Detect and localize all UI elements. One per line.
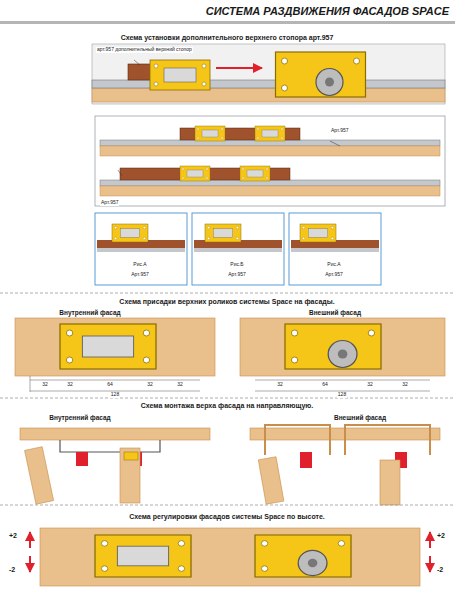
dimension: 32 [176,382,184,388]
dimension: 32 [41,382,49,388]
part-callout: Арт.957 [100,200,119,206]
rail-scene [240,166,270,181]
mounting-scene [258,457,284,504]
figure-label: Рис.Б [229,262,244,268]
detail-boxes [95,213,381,285]
height-scene [40,528,420,586]
dimension: 64 [321,382,329,388]
height-scene [29,556,31,572]
adjust-value: +2 [436,532,446,540]
rail-scene [100,146,440,156]
dimension: 32 [366,382,374,388]
rail-scene [95,116,445,206]
detail-boxes [97,248,185,252]
mounting-scene [60,440,160,452]
dimension: 32 [146,382,154,388]
drilling-scene [30,380,200,381]
dimension: 32 [66,382,74,388]
drilling-scene [15,318,445,392]
detail-boxes [192,213,284,285]
detail-boxes [205,224,241,242]
height-scene [429,532,431,548]
detail-boxes [291,248,379,252]
mounting-scene [300,452,312,468]
section-heading: Схема регулировки фасадов системы Space … [128,513,326,521]
dimension: 128 [337,392,347,398]
stopper-scene [92,44,445,104]
adjust-value: -2 [436,566,444,574]
stopper-scene [276,52,366,97]
mounting-scene [380,460,400,505]
mounting-scene [20,428,210,440]
mounting-scene [20,425,440,505]
rail-scene [95,116,445,206]
separator [0,293,455,294]
subheading: Внутренний фасад [58,309,121,316]
height-scene [29,532,31,548]
separator [0,505,455,506]
drilling-scene [60,324,156,369]
part-callout: Арт.957 [330,128,349,134]
rail-scene [330,141,340,146]
mounting-scene [120,448,140,503]
subheading: Внешний фасад [308,309,362,316]
page-title: СИСТЕМА РАЗДВИЖЕНИЯ ФАСАДОВ SPACE [206,5,449,17]
section-heading: Схема установки дополнительного верхнего… [120,34,335,42]
part-callout: Арт.957 [130,272,149,278]
adjust-value: -2 [8,566,16,574]
stopper-scene [92,44,445,104]
section-heading: Схема монтажа верха фасада на направляющ… [140,402,315,410]
detail-boxes [112,224,148,242]
drilling-scene [240,318,445,376]
detail-boxes [95,213,187,285]
stopper-scene [150,60,210,90]
mounting-scene [25,447,54,505]
part-callout: Арт.957 [227,272,246,278]
detail-boxes [194,248,282,252]
title-rule [0,21,455,24]
mounting-scene [76,452,88,466]
dimension: 128 [110,392,120,398]
rail-scene [255,126,285,141]
drilling-scene [255,380,430,381]
mounting-scene [345,425,430,455]
part-callout: Арт.957 [324,272,343,278]
drilling-scene [30,376,31,392]
height-scene [255,535,351,577]
stopper-scene [216,67,262,69]
stopper-scene [134,60,140,65]
dimension: 32 [276,382,284,388]
stopper-scene [92,88,445,102]
section-heading: Схема присадки верхних роликов системы S… [118,298,335,306]
stopper-scene [92,80,445,88]
subheading: Внутренний фасад [48,414,111,421]
rail-scene [118,170,122,176]
detail-boxes [289,213,381,285]
mounting-scene [124,452,138,460]
rail-scene [195,126,225,141]
figure-label: Рис.А [326,262,341,268]
adjust-value: +2 [8,532,18,540]
dimension: 64 [106,382,114,388]
subheading: Внешний фасад [333,414,387,421]
rail-scene [180,166,210,181]
part-callout: арт.957 дополнительный верхний стопор [96,47,193,53]
dimension: 32 [401,382,409,388]
drilling-scene [285,324,381,369]
rail-scene [100,186,440,196]
separator [0,398,455,399]
mounting-scene [265,425,330,455]
height-scene [30,528,430,586]
height-scene [95,535,191,577]
detail-boxes [300,224,336,242]
drilling-scene [15,318,215,376]
height-scene [429,556,431,572]
figure-label: Рис.А [132,262,147,268]
